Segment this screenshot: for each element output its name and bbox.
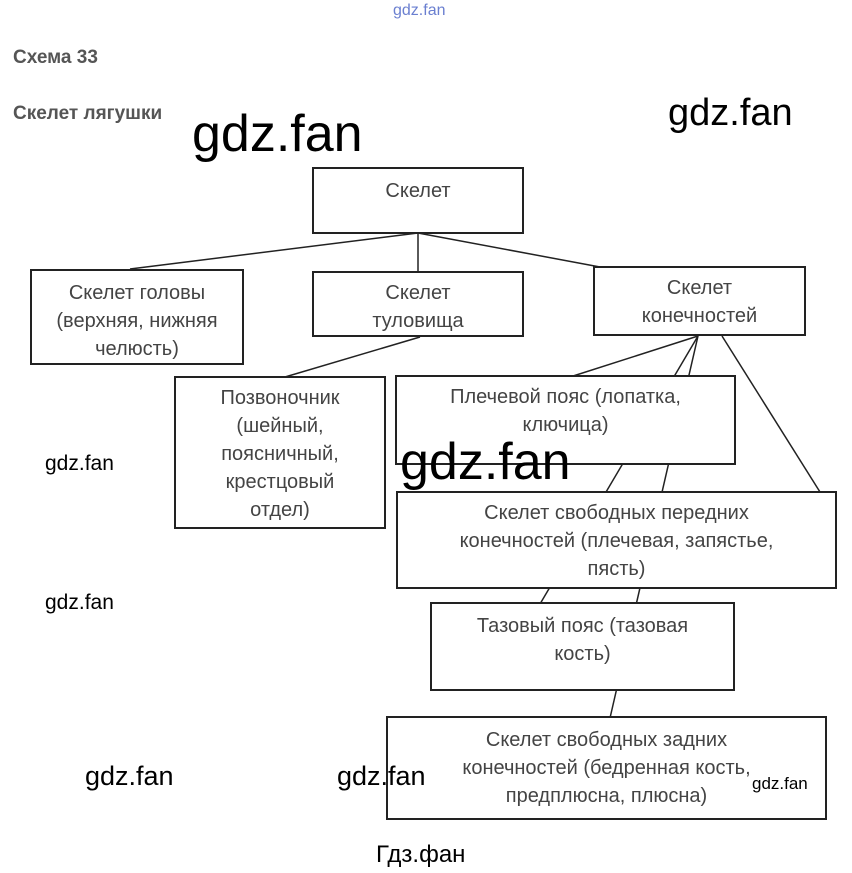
node-shoulder: Плечевой пояс (лопатка, ключица) <box>395 375 736 465</box>
line-root-head <box>129 232 419 270</box>
watermark: gdz.fan <box>45 452 114 475</box>
node-root: Скелет <box>312 167 524 234</box>
node-head: Скелет головы (верхняя, нижняя челюсть) <box>30 269 244 365</box>
footer: Гдз.фан <box>376 841 466 868</box>
line-trunk-spine <box>284 336 421 378</box>
node-limbs: Скелет конечностей <box>593 266 806 336</box>
subheading: Скелет лягушки <box>13 103 163 124</box>
heading: Схема 33 <box>13 47 98 68</box>
line-limbs-shoulder <box>569 335 699 378</box>
watermark: gdz.fan <box>85 761 174 791</box>
watermark-top: gdz.fan <box>393 2 446 19</box>
watermark: gdz.fan <box>400 433 571 491</box>
node-trunk: Скелет туловища <box>312 271 524 337</box>
line-root-limbs <box>417 232 601 268</box>
watermark: gdz.fan <box>45 591 114 614</box>
node-pelvis: Тазовый пояс (тазовая кость) <box>430 602 735 691</box>
watermark: gdz.fan <box>337 761 426 791</box>
watermark: gdz.fan <box>752 774 808 793</box>
node-front: Скелет свободных передних конечностей (п… <box>396 491 837 589</box>
line-limbs-front <box>721 335 821 493</box>
node-spine: Позвоночник (шейный, поясничный, крестцо… <box>174 376 386 529</box>
watermark: gdz.fan <box>192 105 363 163</box>
watermark: gdz.fan <box>668 92 793 134</box>
node-hind: Скелет свободных задних конечностей (бед… <box>386 716 827 820</box>
